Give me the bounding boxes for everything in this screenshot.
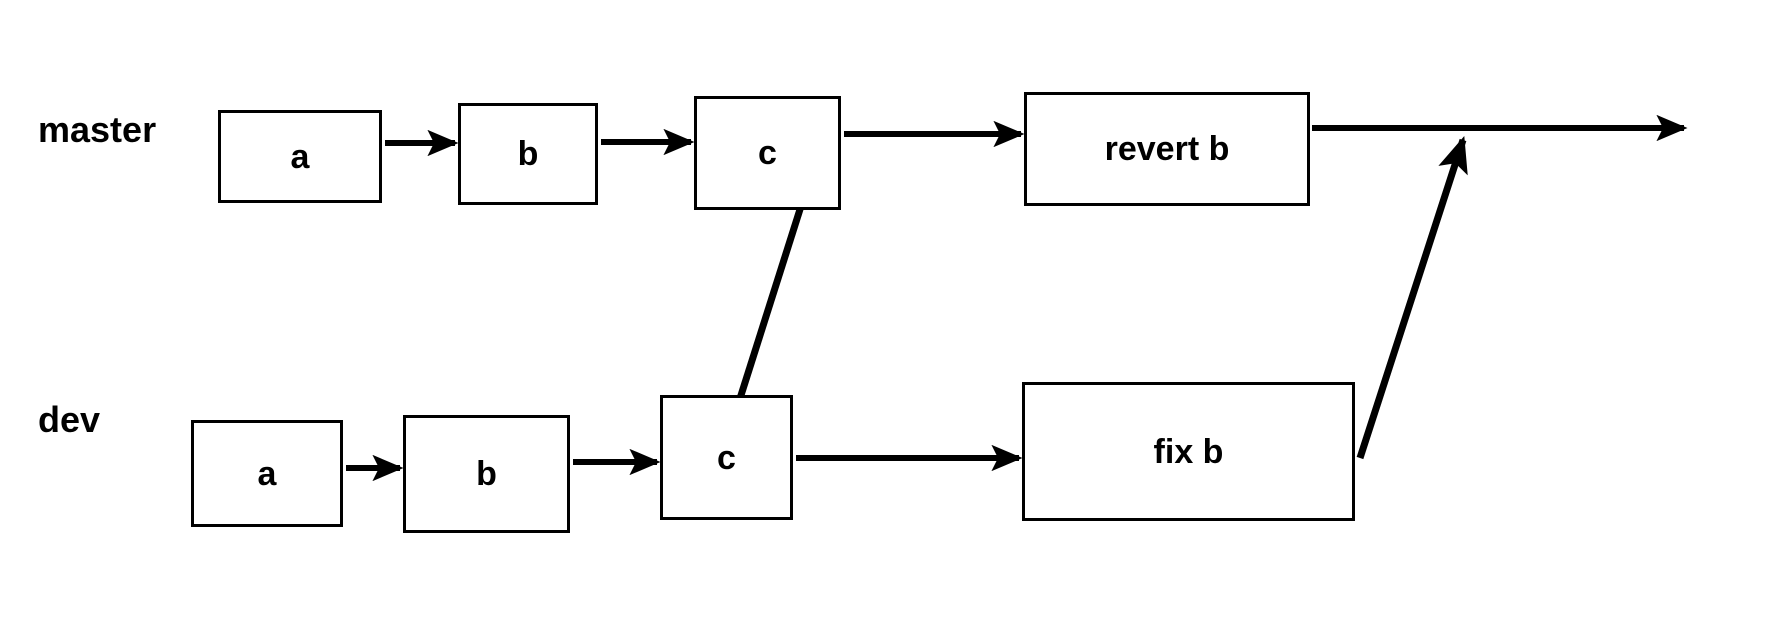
commit-node-label: c <box>717 438 736 477</box>
commit-node-master-a[interactable]: a <box>218 110 382 203</box>
commit-node-label: revert b <box>1104 130 1230 168</box>
commit-node-dev-c[interactable]: c <box>660 395 793 520</box>
branch-label-dev: dev <box>38 402 100 438</box>
commit-node-master-b[interactable]: b <box>458 103 598 205</box>
commit-node-label: a <box>257 454 277 493</box>
commit-node-label: b <box>476 455 497 493</box>
commit-node-label: a <box>290 137 310 176</box>
commit-node-dev-fix-b[interactable]: fix b <box>1022 382 1355 521</box>
branch-label-master-text: master <box>38 109 157 150</box>
commit-node-label: fix b <box>1153 432 1224 471</box>
commit-node-dev-a[interactable]: a <box>191 420 343 527</box>
connector-fix-b-merge-into-master <box>1356 136 1468 460</box>
commit-node-master-revert-b[interactable]: revert b <box>1024 92 1310 206</box>
commit-node-master-c[interactable]: c <box>694 96 841 210</box>
commit-node-label: b <box>517 135 539 173</box>
commit-node-label: c <box>758 134 777 172</box>
branch-label-master: master <box>38 112 156 148</box>
commit-node-dev-b[interactable]: b <box>403 415 570 533</box>
branch-label-dev-text: dev <box>38 399 101 440</box>
